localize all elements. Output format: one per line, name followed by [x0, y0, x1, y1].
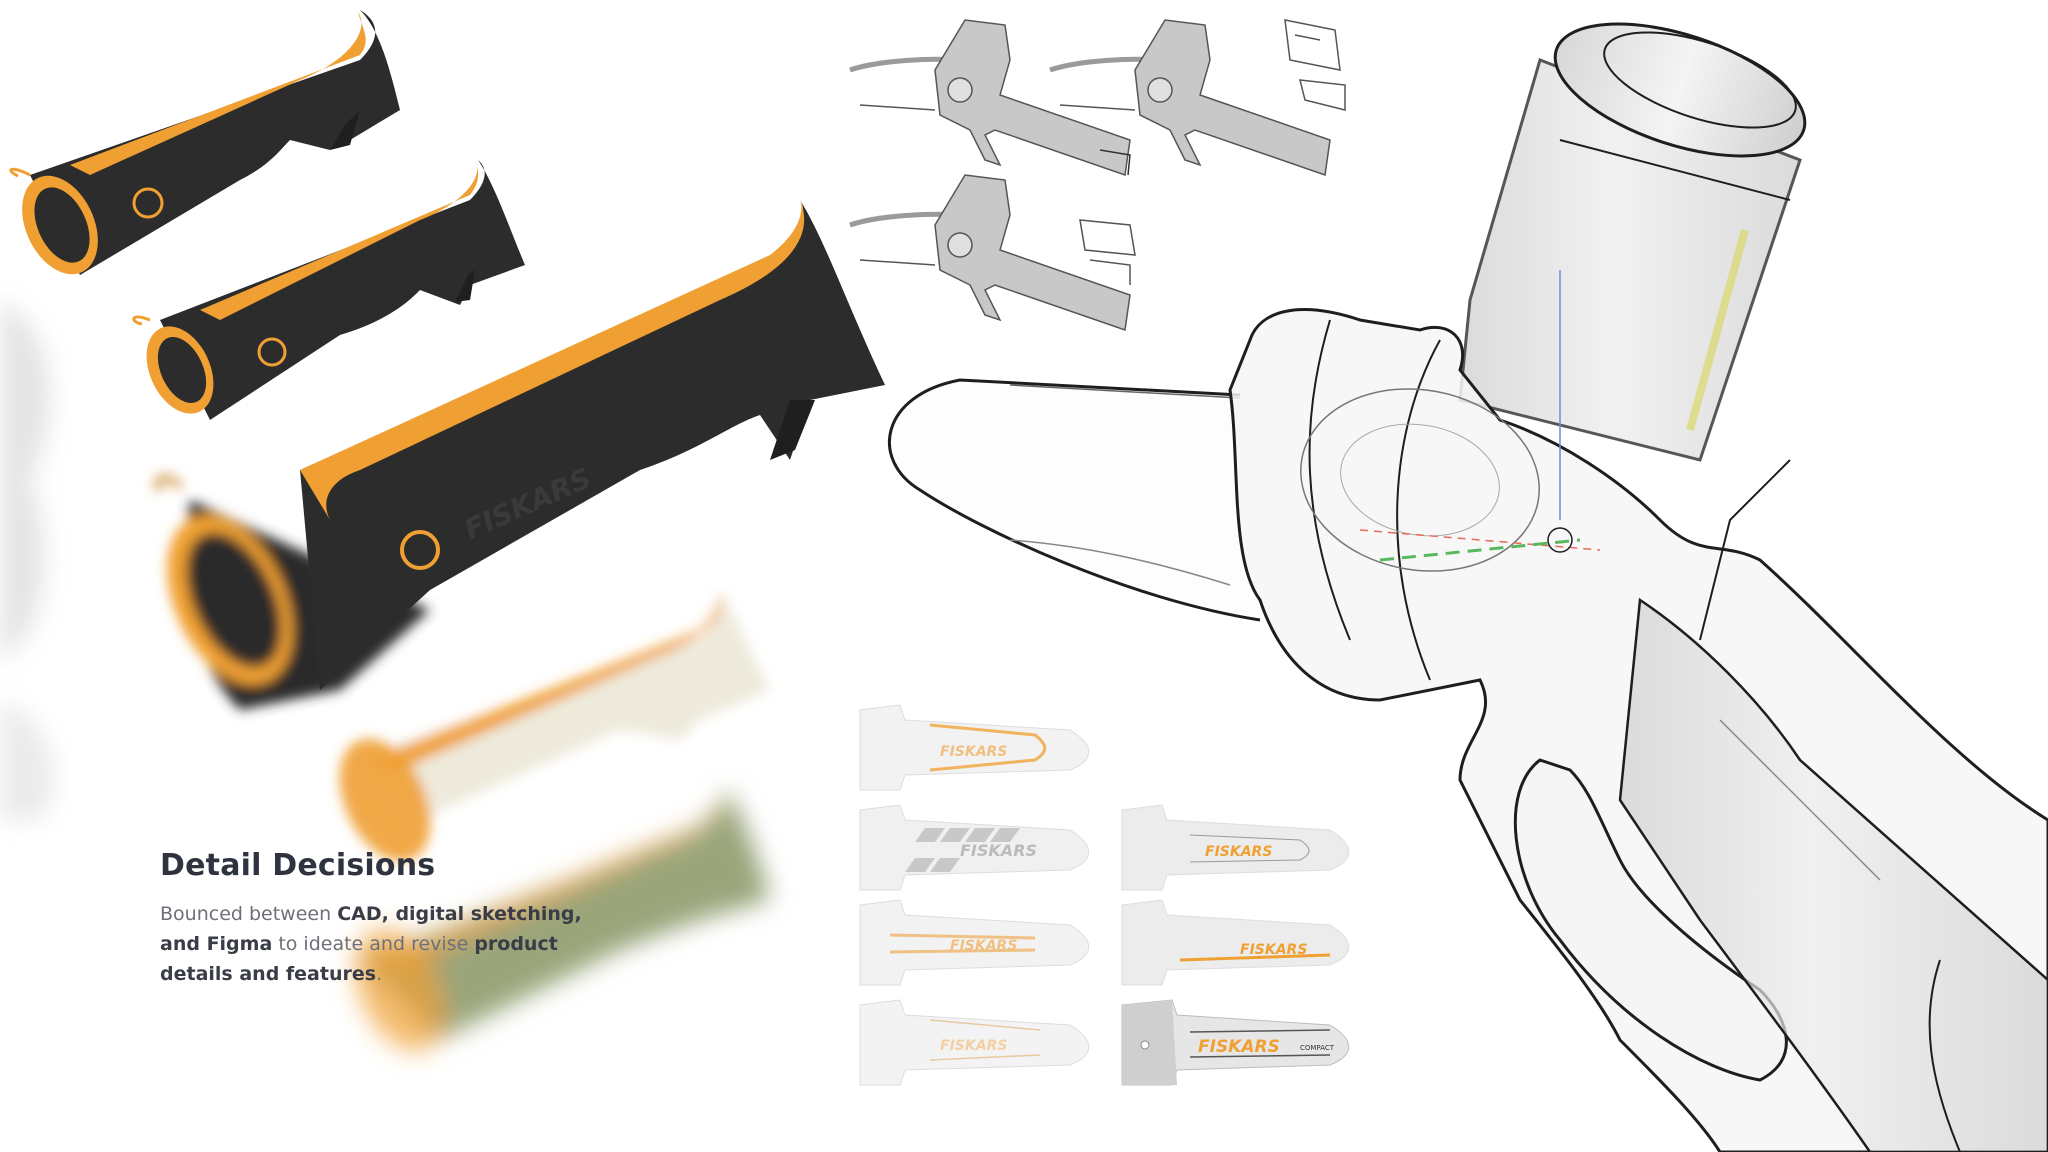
section-title: Detail Decisions — [160, 848, 436, 883]
section-description: Bounced between CAD, digital sketching, … — [160, 899, 620, 989]
detail-decisions-section: Detail Decisions Bounced between CAD, di… — [160, 848, 620, 989]
handle-render-4 — [339, 590, 770, 862]
handle-render-5 — [354, 785, 770, 1052]
sheath-sublabel: COMPACT — [1300, 1044, 1335, 1052]
mechanism-sketch-3 — [849, 174, 1136, 332]
sheath-variant-5: FISKARS — [1121, 899, 1350, 986]
mechanism-sketch-2 — [1049, 19, 1346, 177]
sheath-variant-6: FISKARS — [859, 999, 1090, 1086]
sheath-variant-1: FISKARS — [859, 704, 1090, 791]
sheath-variant-4: FISKARS — [859, 899, 1090, 986]
sheath-variant-3: FISKARS — [1121, 804, 1350, 891]
sheath-variant-7: FISKARS COMPACT — [1121, 999, 1350, 1086]
description-part: to ideate and revise — [272, 933, 475, 955]
sheath-variants: FISKARS FISKARS FISKARS FISKARS FISK — [859, 704, 1350, 1086]
sheath-logo-6: FISKARS — [940, 1038, 1007, 1054]
pruner-wireframe-render — [887, 22, 2048, 1152]
sheath-logo-2: FISKARS — [960, 841, 1037, 860]
mechanism-sketches — [849, 19, 1346, 332]
mechanism-sketch-1 — [849, 19, 1131, 177]
handle-render-1 — [9, 10, 400, 275]
sheath-logo-5: FISKARS — [1240, 942, 1307, 958]
description-part: Bounced between — [160, 903, 338, 925]
sheath-logo-1: FISKARS — [940, 744, 1007, 760]
sheath-logo-7: FISKARS — [1198, 1037, 1280, 1057]
sheath-logo-4: FISKARS — [950, 938, 1017, 954]
handle-render-2 — [132, 160, 525, 420]
background-blur-shapes — [0, 300, 55, 820]
handle-render-3: FISKARS — [154, 200, 885, 710]
description-emphasis: product details and features — [160, 933, 558, 985]
description-part: . — [376, 963, 383, 985]
sheath-variant-2: FISKARS — [859, 804, 1090, 891]
description-emphasis: CAD, digital sketching, and Figma — [160, 903, 582, 955]
sheath-logo-3: FISKARS — [1205, 844, 1272, 860]
